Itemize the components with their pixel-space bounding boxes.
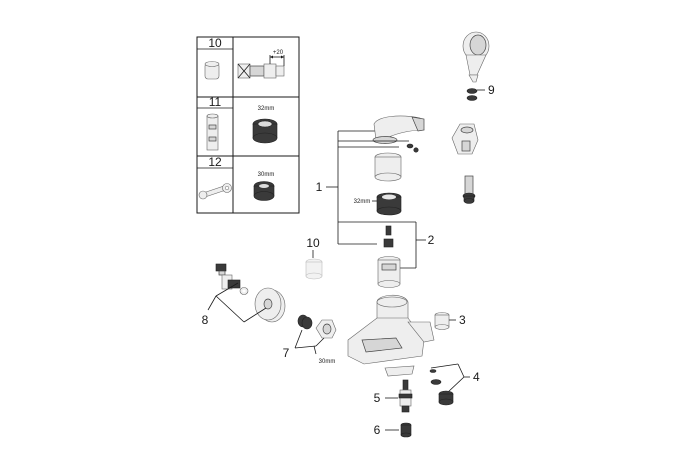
bracket-7 — [294, 329, 325, 355]
diverter-5 — [398, 379, 413, 413]
hex-nut-icon — [253, 181, 275, 201]
inset-number-11: 11 — [209, 95, 222, 109]
flow-washer-9 — [466, 88, 478, 101]
union-nut — [315, 319, 337, 339]
grub-screw — [406, 143, 419, 153]
cartridge-dimension-label: 32mm — [258, 106, 275, 112]
cartridge-nut-dimension: 32mm — [354, 199, 371, 205]
union-nut-dimension: 30mm — [319, 359, 336, 365]
cartridge — [377, 256, 401, 288]
callout-4: 4 — [473, 370, 480, 384]
cartridge-nut — [376, 192, 402, 216]
callout-5: 5 — [374, 391, 381, 405]
connector-washer — [239, 287, 249, 295]
callout-9: 9 — [488, 83, 495, 97]
inset-number-10: 10 — [208, 36, 222, 50]
extension-fitting-icon — [237, 55, 285, 79]
callout-10: 10 — [306, 236, 320, 250]
connection-washer — [297, 314, 313, 330]
spindle-pin — [383, 225, 394, 248]
extension-dimension-label: +20 — [273, 50, 284, 56]
lever-handle — [372, 115, 425, 144]
bracket-4 — [430, 363, 470, 394]
cap-plug-3 — [434, 312, 450, 330]
inset-number-12: 12 — [208, 155, 222, 169]
extension-piece-icon — [204, 61, 220, 80]
inset-table: 10 11 12 +20 32mm — [196, 36, 300, 214]
wrench-icon — [198, 183, 232, 200]
shower-hose-end — [462, 175, 476, 204]
callout-2: 2 — [428, 233, 435, 247]
callout-1: 1 — [316, 180, 323, 194]
callout-8: 8 — [202, 313, 209, 327]
callout-3: 3 — [459, 313, 466, 327]
hand-shower — [462, 31, 490, 83]
aerator — [438, 390, 454, 406]
callout-6: 6 — [374, 423, 381, 437]
shower-holder — [451, 123, 479, 155]
extension-piece-10 — [305, 258, 323, 280]
plug-6 — [400, 422, 412, 438]
cartridge-tool-icon — [206, 113, 219, 151]
bracket-1 — [326, 130, 377, 245]
wall-flange — [254, 287, 286, 323]
aerator-washer — [429, 369, 442, 385]
mixer-body — [347, 294, 435, 377]
cartridge-nut-icon — [252, 118, 278, 144]
nut-dimension-label: 30mm — [258, 172, 275, 178]
bracket-8 — [207, 282, 267, 323]
callout-7: 7 — [283, 346, 290, 360]
chrome-cap — [374, 152, 402, 182]
eccentric-connector — [215, 263, 241, 290]
